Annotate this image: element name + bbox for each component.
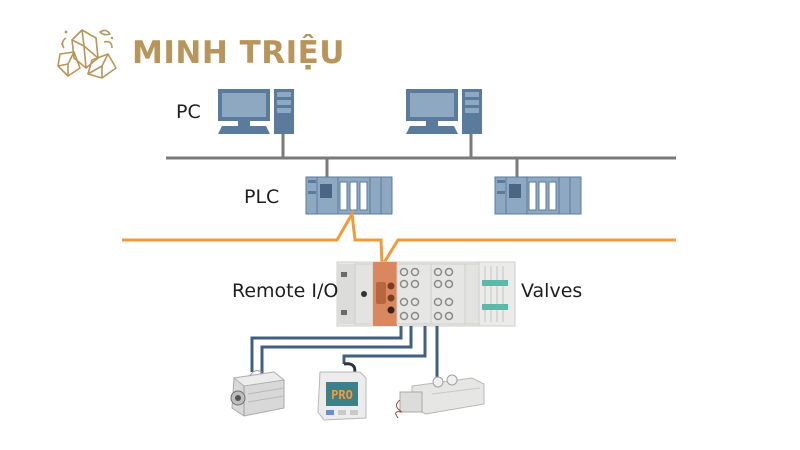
- ethernet-network: [166, 134, 676, 178]
- solenoid-valve: [395, 374, 485, 419]
- cable-pressure-switch: [342, 326, 427, 364]
- keyboard-icon: [406, 126, 458, 134]
- brand-name: MINH TRIỆU: [132, 35, 345, 71]
- fieldbus-network: [122, 209, 676, 267]
- remote-io-module: [336, 261, 516, 327]
- crystal-logo-icon: [57, 29, 117, 79]
- valves-label: Valves: [521, 280, 583, 302]
- plc-1: [305, 176, 393, 215]
- fieldbus-line-left: [122, 209, 384, 267]
- fieldbus-line-right: [380, 238, 676, 267]
- pneumatic-cylinder: [230, 370, 286, 417]
- pc-1: [218, 89, 294, 134]
- io-cables: [250, 326, 439, 378]
- keyboard-icon: [218, 126, 270, 134]
- cable-cylinder-1: [250, 326, 403, 372]
- remote-io-label: Remote I/O: [232, 280, 339, 302]
- plc-label: PLC: [244, 186, 280, 208]
- brand-logo: MINH TRIỆU: [52, 24, 345, 82]
- pc-label: PC: [176, 101, 201, 123]
- cable-cylinder-2: [260, 326, 413, 374]
- plc-2: [494, 176, 582, 215]
- pc-2: [406, 89, 482, 134]
- pressure-display: PRO: [331, 388, 353, 402]
- pressure-switch: PRO: [317, 362, 367, 421]
